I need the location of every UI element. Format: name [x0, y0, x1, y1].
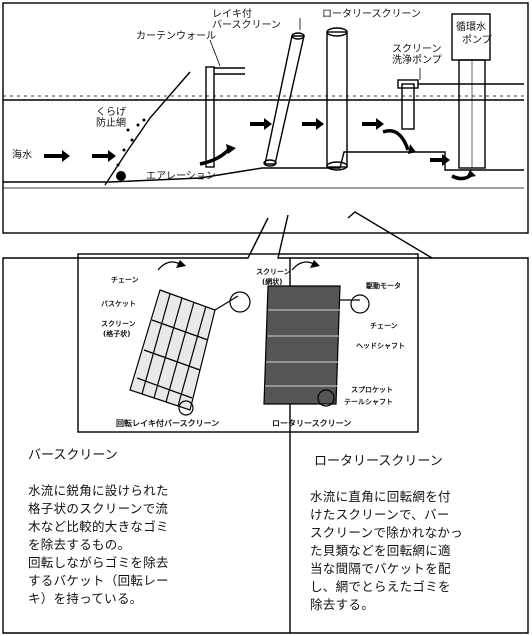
bar-screen-title: バースクリーン [28, 448, 118, 463]
bar-chain-label: チェーン [111, 276, 139, 284]
circ-pump-label-1: 循環水 [456, 22, 486, 33]
rot-headshaft-label: ヘッドシャフト [356, 342, 405, 350]
bar-screen-illustration [129, 261, 251, 416]
rotary-screen-label: ロータリースクリーン [322, 9, 421, 20]
seawater-label: 海水 [12, 150, 32, 161]
photo-frame [77, 253, 419, 433]
rot-sprocket-label: スプロケット [351, 386, 393, 394]
bar-screen-description: 水流に鋭角に設けられた 格子状のスクリーンで流 木など比較的大きなゴミ を除去す… [28, 483, 169, 606]
flow-arrow-4 [302, 118, 324, 130]
wash-pump-label-2: 洗浄ポンプ [392, 55, 442, 66]
rot-caption: ロータリースクリーン [272, 419, 352, 428]
flow-arrow-6 [430, 154, 450, 166]
wash-pump [401, 83, 415, 130]
flow-arrow-2 [92, 150, 116, 162]
top-frame [2, 2, 529, 234]
bar-screen-label-1: レイキ付 [212, 9, 252, 20]
bar-grid-label: (格子状) [103, 330, 131, 338]
rot-screen-label: スクリーン [256, 268, 291, 276]
jellyfish-net [104, 71, 191, 186]
channel-floor [3, 151, 524, 183]
circ-pump-label-2: ポンプ [462, 35, 492, 46]
rotary-screen-description: 水流に直角に回転網を付 けたスクリーンで、バー スクリーンで除かれなかっ た貝類… [310, 489, 463, 612]
rot-chain-label: チェーン [370, 322, 398, 330]
curtain-wall [205, 66, 215, 168]
rotary-screen [326, 31, 348, 168]
bar-caption: 回転レイキ付バースクリーン [116, 419, 220, 428]
aeration-label: エアレーション [146, 171, 216, 182]
rotary-screen-illustration [263, 261, 370, 407]
jelly-net-label-2: 防止網 [96, 118, 126, 129]
rot-tailshaft-label: テールシャフト [344, 398, 393, 406]
rotary-screen-title: ロータリースクリーン [314, 454, 443, 469]
jelly-net-label-1: くらげ [96, 107, 126, 118]
flow-arrow-1 [44, 150, 70, 162]
bar-screen-label: スクリーン [101, 320, 136, 328]
curtain-wall-label: カーテンウォール [136, 31, 216, 42]
bar-basket-label: バスケット [101, 300, 136, 308]
flow-arrow-3 [250, 118, 272, 130]
flow-arrow-5 [362, 118, 384, 130]
wash-pump-label-1: スクリーン [392, 44, 442, 55]
rot-motor-label: 駆動モータ [366, 282, 401, 290]
bar-screen-label-2: バースクリーン [212, 20, 281, 31]
rot-mesh-label: (網状) [262, 278, 283, 286]
